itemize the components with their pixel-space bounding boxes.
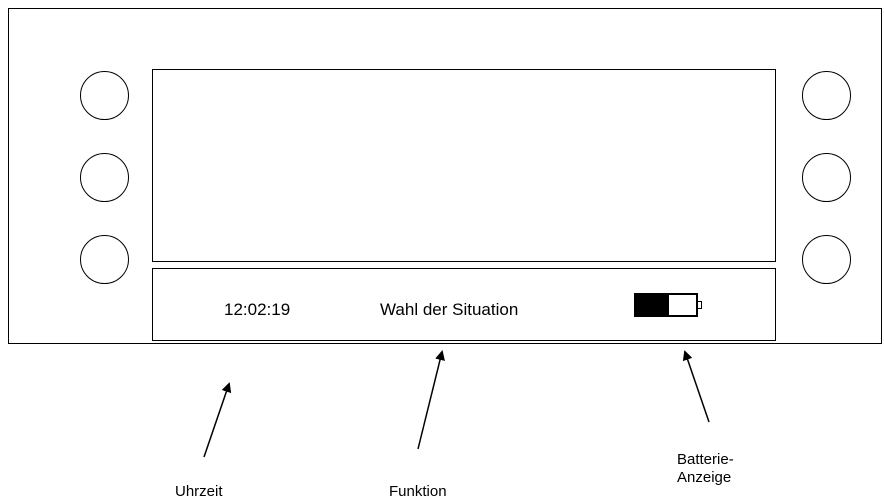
label-battery-line1: Batterie- [677, 451, 734, 468]
device-frame [8, 8, 882, 344]
label-clock: Uhrzeit [175, 483, 223, 500]
softkey-right-2[interactable] [802, 153, 851, 202]
arrow-function [417, 350, 445, 450]
softkey-left-2[interactable] [80, 153, 129, 202]
softkey-right-1[interactable] [802, 71, 851, 120]
display-screen [152, 69, 776, 262]
arrow-battery [682, 350, 710, 423]
clock-readout: 12:02:19 [224, 300, 291, 319]
battery-body [634, 293, 698, 317]
function-readout: Wahl der Situation [380, 300, 519, 319]
label-function: Funktion [389, 483, 447, 500]
softkey-left-1[interactable] [80, 71, 129, 120]
battery-icon [634, 293, 702, 317]
battery-fill [636, 295, 669, 315]
label-battery-line2: Anzeige [677, 469, 732, 486]
label-battery: Batterie- Anzeige [677, 451, 734, 487]
battery-tip [698, 301, 702, 309]
arrow-clock [203, 382, 232, 458]
status-bar [152, 268, 776, 341]
softkey-left-3[interactable] [80, 235, 129, 284]
softkey-right-3[interactable] [802, 235, 851, 284]
